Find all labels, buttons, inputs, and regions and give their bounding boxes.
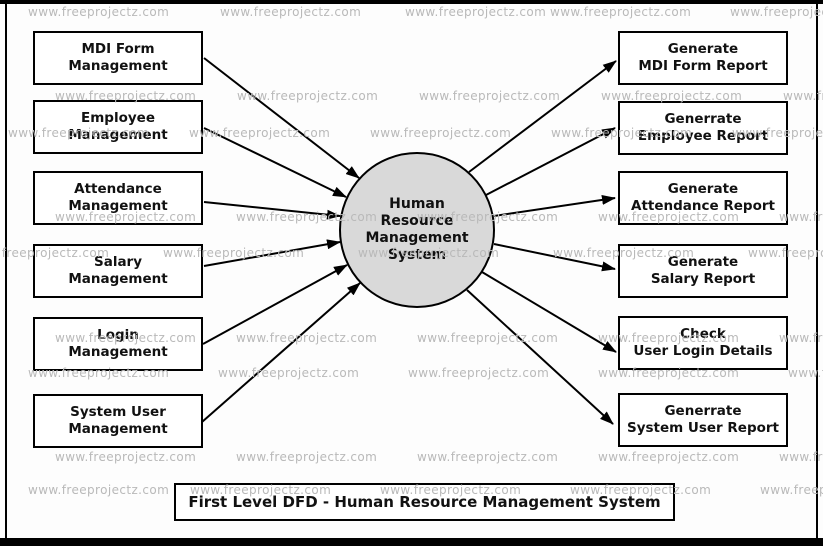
data-flow-arrow xyxy=(201,282,361,423)
data-flow-arrow xyxy=(485,127,616,196)
entity-generate-attendance-report: Generate Attendance Report xyxy=(618,171,788,225)
data-flow-arrow xyxy=(493,243,616,272)
entity-label: System User xyxy=(70,404,166,420)
data-flow-arrow xyxy=(203,127,347,198)
data-flow-arrow xyxy=(202,264,348,345)
entity-label: Salary xyxy=(93,254,143,270)
data-flow-arrow xyxy=(203,201,341,220)
entity-label: Generate xyxy=(667,254,739,270)
entity-label: Employee xyxy=(81,110,155,126)
entity-check-user-login-details: Check User Login Details xyxy=(618,316,788,370)
entity-label: Attendance Report xyxy=(631,198,775,214)
entity-label: Management xyxy=(68,421,168,437)
data-flow-arrow xyxy=(468,60,617,173)
frame-border-top xyxy=(0,0,823,4)
entity-label: Management xyxy=(68,271,168,287)
data-flow-arrow xyxy=(203,57,360,179)
entity-generate-mdi-form-report: Generate MDI Form Report xyxy=(618,31,788,85)
entity-label: System User Report xyxy=(626,420,780,436)
entity-generate-system-user-report: Generrate System User Report xyxy=(618,393,788,447)
entity-label: Employee Report xyxy=(637,128,769,144)
diagram-title: First Level DFD - Human Resource Managem… xyxy=(188,493,661,511)
process-circle-hrms: Human Resource Management System xyxy=(339,152,495,308)
entity-employee-management: Employee Management xyxy=(33,100,203,154)
frame-border-left xyxy=(5,2,7,540)
entity-attendance-management: Attendance Management xyxy=(33,171,203,225)
entity-label: Management xyxy=(68,344,168,360)
frame-border-bottom xyxy=(0,538,823,546)
entity-label: Generate xyxy=(667,41,739,57)
entity-label: Management xyxy=(68,58,168,74)
entity-label: Salary Report xyxy=(650,271,756,287)
entity-generate-salary-report: Generate Salary Report xyxy=(618,244,788,298)
process-label-line: Management xyxy=(365,230,469,246)
entity-login-management: Login Management xyxy=(33,317,203,371)
frame-border-right xyxy=(816,2,818,540)
entity-mdi-form-management: MDI Form Management xyxy=(33,31,203,85)
entity-label: User Login Details xyxy=(633,343,773,359)
entity-label: Management xyxy=(68,127,168,143)
process-label-line: System xyxy=(387,247,447,263)
process-label-line: Human xyxy=(389,196,445,212)
entity-generate-employee-report: Generrate Employee Report xyxy=(618,101,788,155)
data-flow-arrow xyxy=(493,194,616,217)
entity-salary-management: Salary Management xyxy=(33,244,203,298)
entity-label: Generrate xyxy=(664,111,742,127)
data-flow-arrow xyxy=(481,271,617,353)
entity-label: Check xyxy=(680,326,726,342)
entity-label: Attendance xyxy=(74,181,162,197)
entity-label: Management xyxy=(68,198,168,214)
entity-system-user-management: System User Management xyxy=(33,394,203,448)
process-label-line: Resource xyxy=(380,213,454,229)
entity-label: MDI Form Report xyxy=(638,58,768,74)
entity-label: Generrate xyxy=(664,403,742,419)
entity-label: MDI Form xyxy=(81,41,155,57)
entity-label: Login xyxy=(97,327,139,343)
diagram-caption-box: First Level DFD - Human Resource Managem… xyxy=(174,483,675,521)
data-flow-arrow xyxy=(203,239,341,267)
data-flow-arrow xyxy=(466,289,614,425)
entity-label: Generate xyxy=(667,181,739,197)
